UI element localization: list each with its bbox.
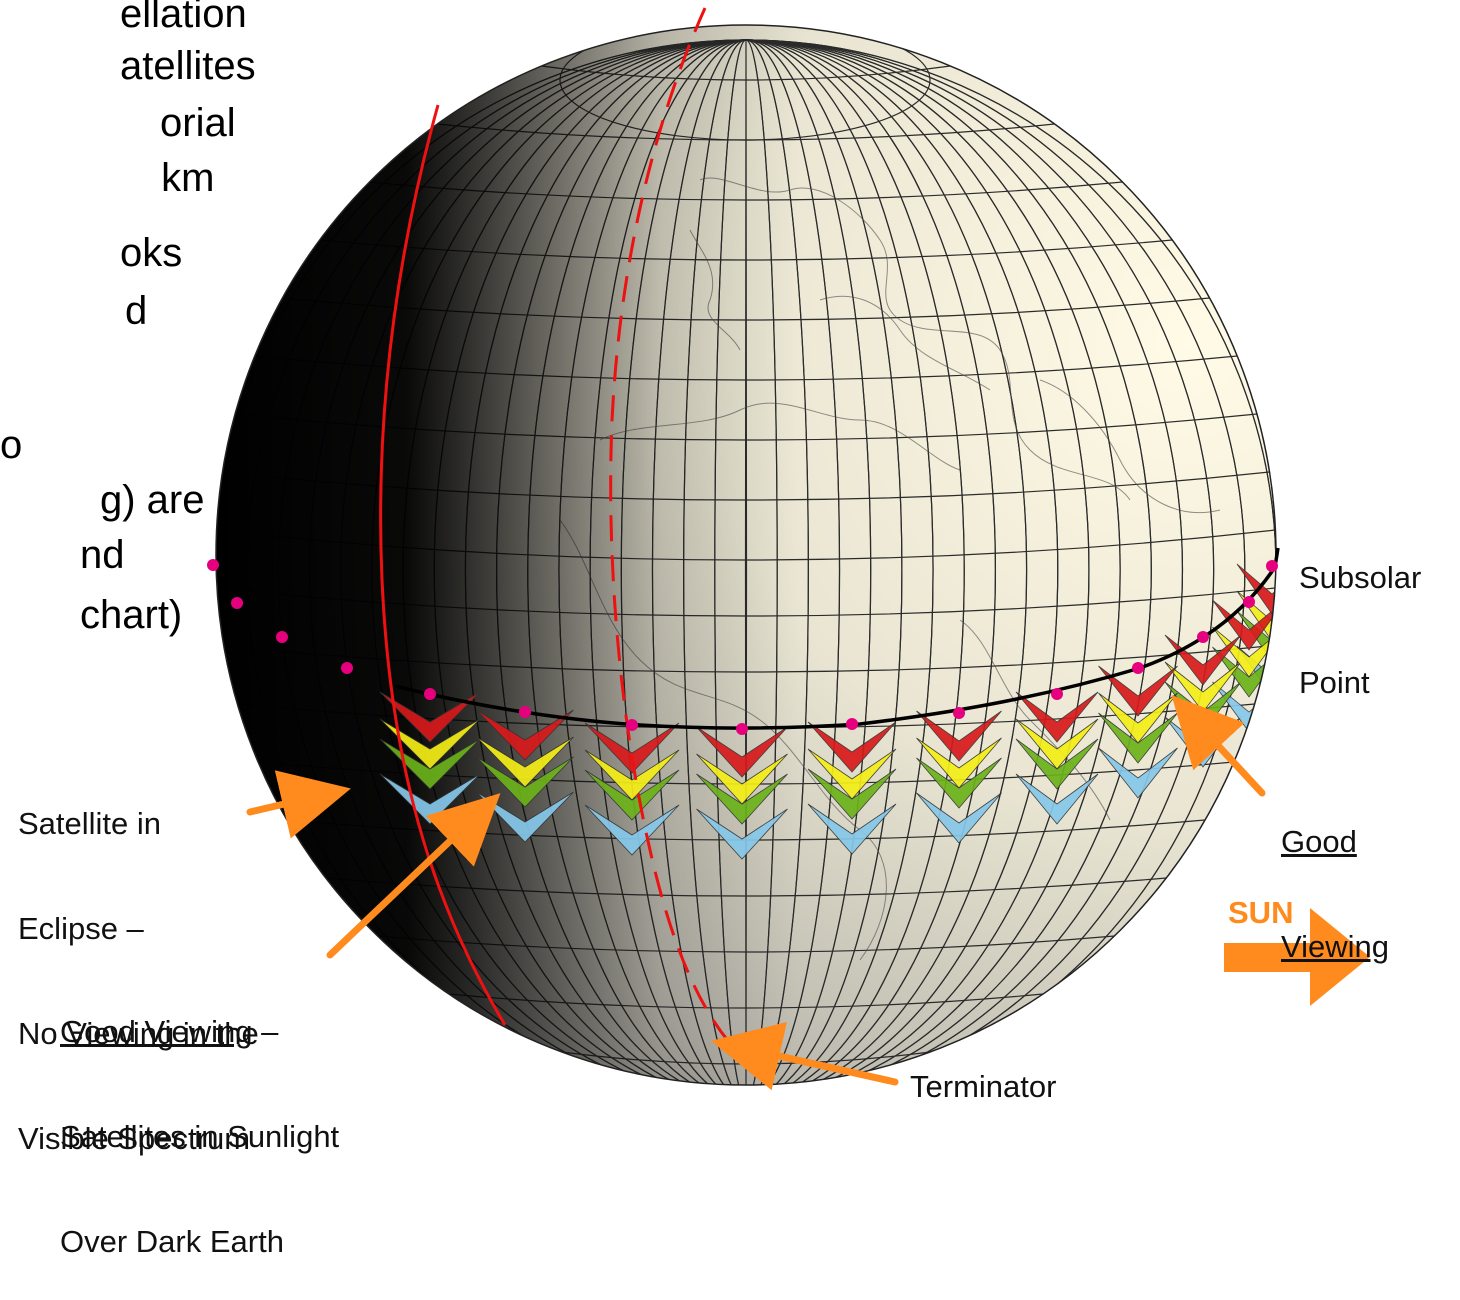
footprint-cell — [1098, 692, 1178, 744]
label-line: Subsolar — [1299, 560, 1422, 595]
footprint-cell — [916, 710, 1002, 762]
footprint-cell — [1015, 691, 1099, 743]
satellite-dot — [953, 707, 965, 719]
good-viewing-dark-earth-label: Good Viewing – Satellites in Sunlight Ov… — [60, 954, 339, 1300]
footprint-cell — [476, 736, 574, 788]
footprint-cell — [696, 773, 788, 825]
night-side — [216, 25, 1276, 1085]
subsolar-point-label: Subsolar Point — [1299, 500, 1421, 741]
footprint-cell — [476, 709, 574, 761]
satellite-dot — [276, 631, 288, 643]
bullet-fragment: oks — [120, 231, 183, 275]
footprint-cell — [807, 768, 897, 820]
footprint-cell — [1236, 563, 1276, 615]
satellite-dot — [846, 718, 858, 730]
label-line: Eclipse – — [18, 911, 144, 946]
footprint-cell — [476, 791, 574, 843]
satellite-dot — [1266, 560, 1278, 572]
satellite-dot — [207, 559, 219, 571]
eclipse-boundary-line — [379, 104, 507, 1026]
satellite-dot — [736, 723, 748, 735]
pointer-arrow-icon — [246, 770, 351, 839]
footprint-cell — [584, 749, 680, 801]
footprint-cell — [807, 748, 897, 800]
label-line: Satellites in Sunlight — [60, 1119, 340, 1154]
footprint-cell — [807, 721, 897, 773]
satellite-dot — [1132, 662, 1144, 674]
satellite-dot — [424, 688, 436, 700]
footprint-cell — [696, 808, 788, 860]
label-line: No Viewing in the — [18, 1016, 259, 1051]
orbit-line — [394, 547, 1280, 730]
satellite-dot — [1197, 631, 1209, 643]
satellite-dot — [1051, 688, 1063, 700]
pointer-arrow-icon — [1171, 695, 1266, 797]
bullet-fragment: d — [125, 289, 148, 333]
footprint-cell — [916, 737, 1002, 789]
bullet-fragment: km — [150, 156, 215, 200]
satellite-dot — [626, 719, 638, 731]
pointer-arrow-icon — [326, 793, 501, 959]
footprint-cell — [584, 769, 680, 821]
pointer-arrows — [246, 695, 1266, 1091]
pointer-arrow-icon — [711, 1021, 899, 1091]
footprint-cell — [1212, 599, 1276, 651]
footprint-cell — [1015, 718, 1099, 770]
bullet-fragment: o — [0, 423, 23, 467]
footprint-cell — [1212, 626, 1276, 678]
bullet-fragment: g) are — [100, 478, 205, 522]
footprint-cell — [584, 804, 680, 856]
footprint-cell — [916, 757, 1002, 809]
label-line: Good — [1281, 824, 1357, 859]
footprint-cell — [476, 756, 574, 808]
satellite-dot — [519, 706, 531, 718]
footprint-cell — [807, 803, 897, 855]
satellite-dot — [231, 597, 243, 609]
globe-diagram — [207, 7, 1370, 1091]
footprint-cell — [696, 753, 788, 805]
terminator-line — [609, 7, 771, 1082]
satellite-dot — [1243, 596, 1255, 608]
good-viewing-label: Good Viewing — [1281, 764, 1389, 1005]
label-dash: – — [252, 1014, 279, 1049]
bullet-fragment: orial — [160, 101, 236, 145]
footprint-cell — [1015, 773, 1099, 825]
satellite-constellation — [207, 559, 1278, 735]
label-line: Over Dark Earth — [60, 1224, 284, 1259]
label-line: Satellite in — [18, 806, 162, 841]
right-arrow-icon — [1224, 908, 1370, 1006]
sun-label: SUN — [1228, 895, 1294, 930]
footprint-cell — [1098, 665, 1178, 717]
footprint-cell — [379, 718, 481, 770]
footprint-cell — [916, 792, 1002, 844]
label-line: Viewing — [1281, 929, 1390, 964]
bullet-fragment: atellites — [120, 44, 256, 88]
footprint-cell — [1015, 738, 1099, 790]
footprint-cell — [379, 691, 481, 743]
label-heading: Good Viewing — [60, 1014, 253, 1049]
label-line: Point — [1299, 665, 1370, 700]
bullet-fragment: nd — [80, 533, 125, 577]
terminator-label: Terminator — [910, 1069, 1057, 1104]
satellite-dot — [341, 662, 353, 674]
bullet-fragment: ellation — [120, 0, 247, 36]
bullet-fragment: chart) — [80, 593, 183, 637]
